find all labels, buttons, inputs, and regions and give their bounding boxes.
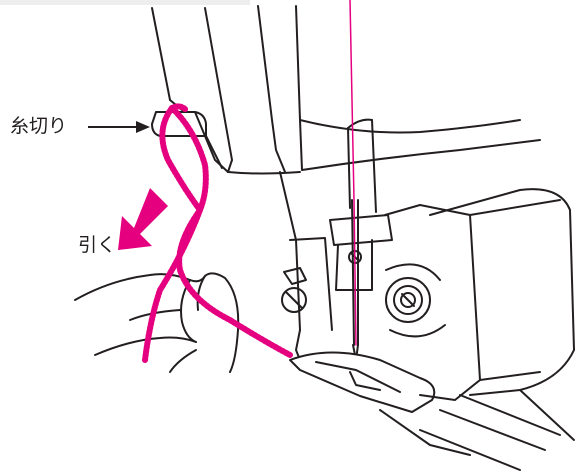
arrow-down-left-icon xyxy=(118,188,168,250)
thread-cutter-label: 糸切り xyxy=(10,115,68,137)
pull-label: 引く xyxy=(78,234,117,256)
thread xyxy=(142,0,357,363)
top-band xyxy=(0,0,250,5)
arrow-right-icon xyxy=(88,121,150,133)
machine-body xyxy=(74,5,575,471)
